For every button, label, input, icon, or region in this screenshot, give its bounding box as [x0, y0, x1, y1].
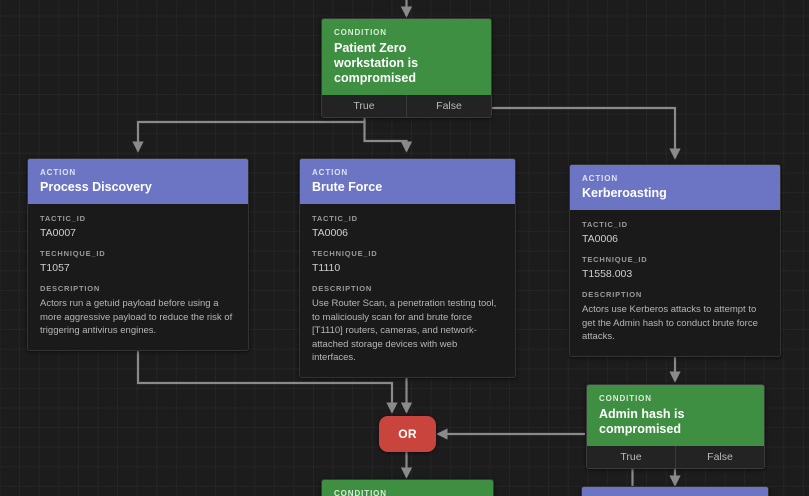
port-true[interactable]: True: [587, 446, 676, 468]
tactic-id-label: TACTIC_ID: [582, 220, 628, 229]
node-action-process-discovery[interactable]: ACTION Process Discovery TACTIC_ID TA000…: [27, 158, 249, 351]
tactic-id-value: TA0007: [40, 227, 76, 239]
action-body: TACTIC_ID TA0006 TECHNIQUE_ID T1110 DESC…: [300, 204, 515, 377]
node-condition-bottom-partial[interactable]: CONDITION: [321, 479, 494, 496]
technique-id-label: TECHNIQUE_ID: [40, 249, 106, 258]
description-value: Actors use Kerberos attacks to attempt t…: [582, 304, 758, 342]
condition-ports: True False: [587, 446, 764, 468]
technique-id-value: T1057: [40, 262, 70, 274]
condition-ports: True False: [322, 95, 491, 117]
tactic-id-label: TACTIC_ID: [312, 214, 358, 223]
description-value: Use Router Scan, a penetration testing t…: [312, 298, 497, 363]
action-header: ACTION Kerberoasting: [570, 165, 780, 210]
condition-title: Patient Zero workstation is compromised: [334, 41, 419, 85]
description-value: Actors run a getuid payload before using…: [40, 298, 233, 336]
node-action-brute-force[interactable]: ACTION Brute Force TACTIC_ID TA0006 TECH…: [299, 158, 516, 378]
action-kicker: ACTION: [40, 168, 77, 177]
tactic-id-value: TA0006: [312, 227, 348, 239]
technique-id-value: T1110: [312, 262, 341, 274]
technique-id-label: TECHNIQUE_ID: [312, 249, 378, 258]
logic-or-label: OR: [398, 427, 417, 441]
node-condition-admin-hash[interactable]: CONDITION Admin hash is compromised True…: [586, 384, 765, 469]
description-label: DESCRIPTION: [312, 284, 373, 293]
condition-header: CONDITION Patient Zero workstation is co…: [322, 19, 491, 95]
node-action-kerberoasting[interactable]: ACTION Kerberoasting TACTIC_ID TA0006 TE…: [569, 164, 781, 357]
action-header: ACTION Process Discovery: [28, 159, 248, 204]
node-condition-patient-zero[interactable]: CONDITION Patient Zero workstation is co…: [321, 18, 492, 118]
action-body: TACTIC_ID TA0006 TECHNIQUE_ID T1558.003 …: [570, 210, 780, 356]
action-kicker: ACTION: [312, 168, 349, 177]
description-label: DESCRIPTION: [40, 284, 101, 293]
tactic-id-label: TACTIC_ID: [40, 214, 86, 223]
action-kicker: ACTION: [582, 174, 619, 183]
node-logic-or[interactable]: OR: [379, 416, 436, 452]
condition-kicker: CONDITION: [334, 489, 387, 496]
technique-id-label: TECHNIQUE_ID: [582, 255, 648, 264]
action-header: ACTION Brute Force: [300, 159, 515, 204]
description-label: DESCRIPTION: [582, 290, 643, 299]
condition-kicker: CONDITION: [599, 394, 652, 403]
port-false[interactable]: False: [707, 451, 733, 463]
condition-header: CONDITION: [322, 480, 493, 496]
action-body: TACTIC_ID TA0007 TECHNIQUE_ID T1057 DESC…: [28, 204, 248, 350]
action-title: Kerberoasting: [582, 186, 667, 200]
condition-header: CONDITION Admin hash is compromised: [587, 385, 764, 446]
technique-id-value: T1558.003: [582, 268, 633, 280]
condition-title: Admin hash is compromised: [599, 407, 685, 436]
tactic-id-value: TA0006: [582, 233, 618, 245]
node-action-bottom-partial[interactable]: ACTION: [581, 486, 769, 496]
port-false[interactable]: False: [436, 100, 462, 112]
port-true[interactable]: True: [322, 95, 407, 117]
action-title: Brute Force: [312, 180, 383, 194]
condition-kicker: CONDITION: [334, 28, 387, 37]
action-header: ACTION: [582, 487, 768, 496]
action-title: Process Discovery: [40, 180, 152, 194]
